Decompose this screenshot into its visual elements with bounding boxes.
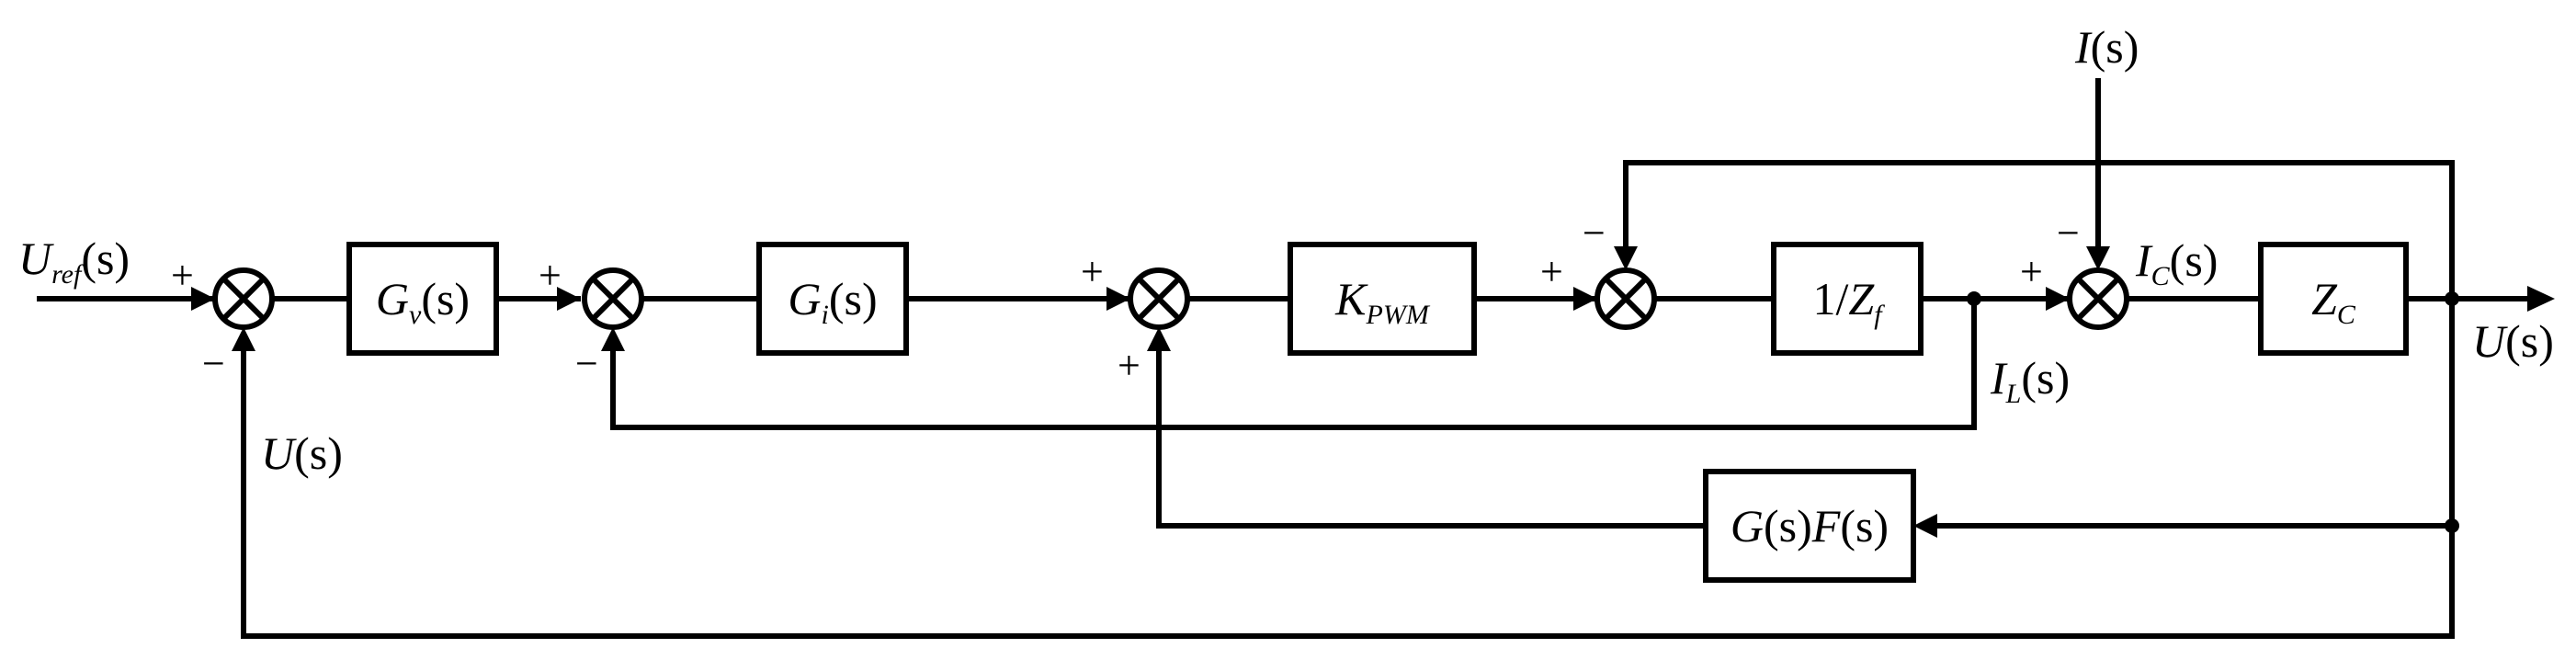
wire-u-feedback-s4 [1623,160,2455,299]
arrow-output [2527,286,2555,312]
arrow-into-s5 [2046,287,2070,311]
block-kpwm-label: KPWM [1334,273,1431,330]
sign-s3-plus-bottom: + [1118,343,1140,388]
sign-s4-plus: + [1540,249,1563,294]
arrow-into-s3-bottom [1147,327,1171,351]
sign-s5-minus: − [2057,210,2080,256]
sign-s4-minus: − [1583,210,1606,256]
junction-output [2445,291,2459,306]
wire-u-feedback-s1 [241,299,2455,639]
block-gf-label: G(s)F(s) [1731,500,1889,552]
arrow-into-s4-top [1614,246,1638,270]
summing-junction-5 [2067,267,2129,330]
block-gi [756,242,909,356]
junction-il [1967,291,1981,306]
junction-gf [2445,518,2459,533]
sign-s5-plus: + [2020,249,2043,294]
signal-ic-label: IC(s) [2135,234,2218,291]
sign-s1-minus: − [202,341,225,386]
sign-s3-plus-top: + [1081,249,1104,294]
wire-il-feedback-s2 [610,299,1977,430]
arrow-into-s4 [1573,287,1597,311]
sign-s2-plus: + [539,253,562,298]
arrowheads [191,246,2555,538]
signal-u-feedback-label: U(s) [261,427,343,479]
sign-s1-plus: + [171,253,194,298]
wire-gf-s3 [1156,344,1706,529]
block-gv [346,242,499,356]
signal-i-disturbance-label: I(s) [2074,21,2139,73]
block-gi-label: Gi(s) [788,273,877,330]
block-zf [1771,242,1923,356]
arrow-into-s2 [557,287,581,311]
arrow-into-gf [1913,514,1937,538]
arrow-into-s1-bottom [232,327,255,351]
summing-junction-1 [212,267,275,330]
block-zf-label: 1/Zf [1812,273,1885,330]
wires [37,78,2532,639]
junction-dots [1967,291,2459,533]
arrow-into-s5-top [2086,246,2110,270]
block-gv-label: Gv(s) [376,273,470,330]
arrow-into-s3 [1106,287,1130,311]
block-kpwm [1288,242,1477,356]
signal-u-output-label: U(s) [2472,315,2554,367]
arrow-into-s1 [191,287,215,311]
block-zc-label: ZC [2311,273,2356,330]
sign-s2-minus: − [575,341,598,386]
signal-uref-label: Uref(s) [18,233,130,290]
signal-il-label: IL(s) [1990,352,2070,409]
summing-junction-4 [1594,267,1657,330]
block-zc [2258,242,2409,356]
summing-junction-3 [1128,267,1190,330]
arrow-into-s2-bottom [601,327,625,351]
summing-junction-2 [582,267,644,330]
block-gf [1703,469,1916,583]
